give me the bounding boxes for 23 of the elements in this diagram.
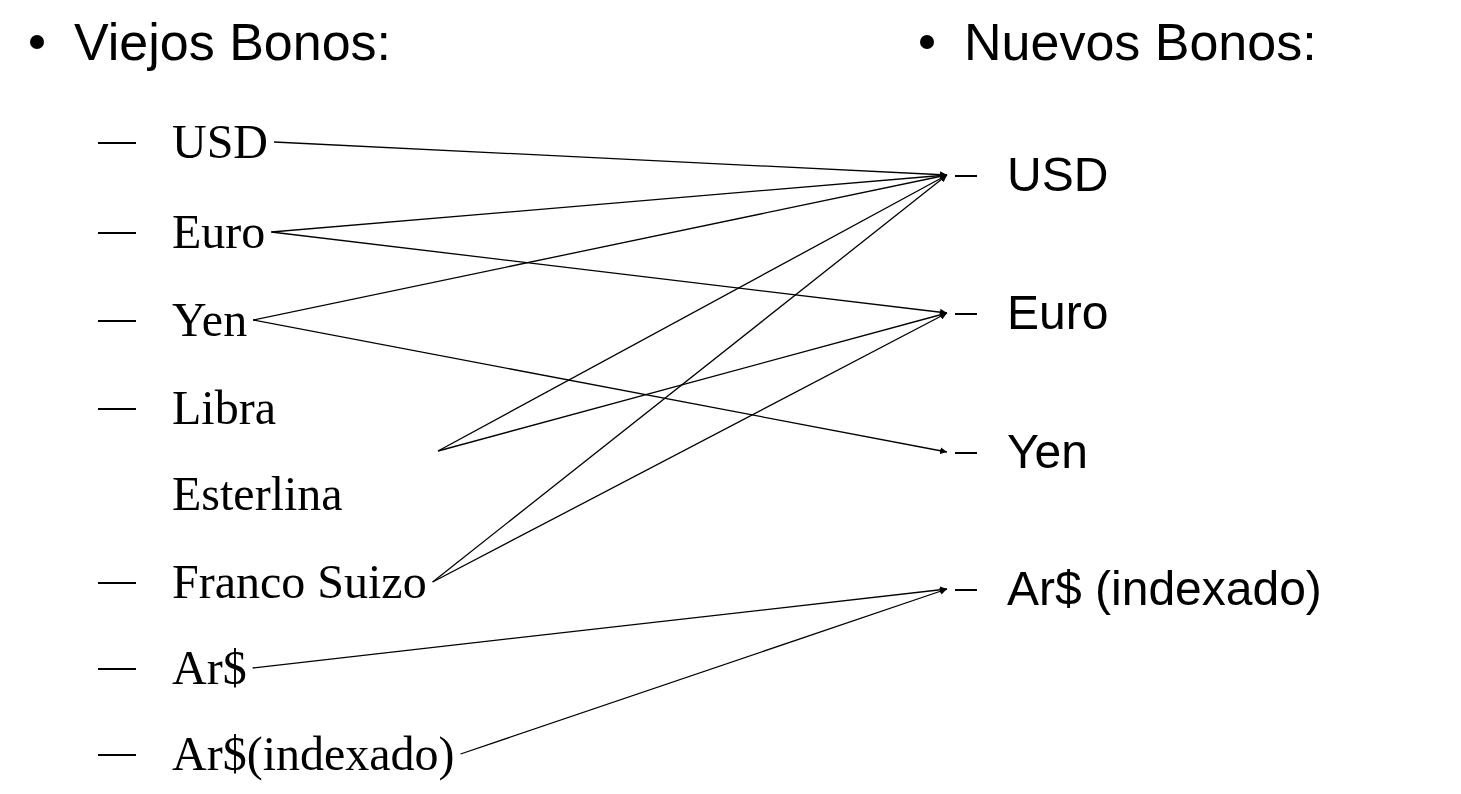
arrow xyxy=(252,173,948,321)
arrow xyxy=(437,174,948,452)
currency-label: Libra Esterlina xyxy=(172,380,344,522)
arrow xyxy=(437,311,948,452)
arrow xyxy=(270,172,948,233)
currency-label: Ar$ (indexado) xyxy=(1007,561,1322,617)
currency-label: Ar$ xyxy=(172,640,247,696)
currency-label: Yen xyxy=(172,292,248,348)
arrow xyxy=(459,587,948,755)
arrow xyxy=(432,312,948,583)
arrow xyxy=(252,319,948,455)
currency-label: Euro xyxy=(1007,285,1109,341)
list-heading: Viejos Bonos: xyxy=(74,12,392,73)
currency-label: Yen xyxy=(1007,424,1088,480)
currency-label: USD xyxy=(1007,147,1109,203)
currency-label: USD xyxy=(172,114,269,170)
currency-label: Ar$(indexado) xyxy=(172,726,455,783)
arrow xyxy=(252,586,948,669)
arrow xyxy=(270,231,948,316)
list-heading: Nuevos Bonos: xyxy=(964,12,1317,73)
currency-label: Franco Suizo xyxy=(172,554,427,610)
arrow xyxy=(432,174,948,583)
currency-label: Euro xyxy=(172,204,266,260)
